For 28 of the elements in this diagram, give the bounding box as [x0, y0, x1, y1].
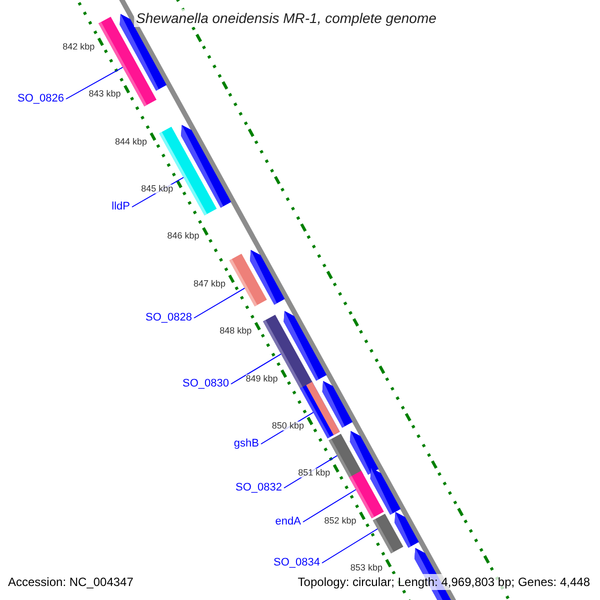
gene-label: lldP [112, 202, 130, 212]
leader-line [194, 288, 246, 318]
gene-label: endA [275, 516, 301, 528]
gene-label: SO_0832 [236, 482, 282, 494]
gene-label: SO_0826 [18, 94, 64, 104]
gene-label: SO_0828 [146, 312, 192, 324]
scale-label: 846 kbp [167, 232, 200, 241]
gene-label: SO_0830 [182, 378, 229, 390]
gene-label: SO_0834 [274, 558, 320, 568]
leader-line [66, 66, 124, 100]
leader-line [230, 354, 282, 384]
gene-bar [349, 470, 384, 518]
map-title: Shewanella oneidensis MR-1, complete genome [134, 9, 438, 27]
gene-bar [229, 254, 267, 306]
scale-label: 851 kbp [298, 468, 330, 478]
gene-bar [159, 126, 217, 216]
accession-text: Accession: NC_004347 [8, 574, 134, 590]
gene-label: gshB [234, 438, 259, 450]
scale-label: 852 kbp [324, 516, 356, 526]
gene-bar [372, 514, 404, 554]
leader-line [302, 489, 356, 522]
scale-label: 849 kbp [246, 374, 278, 384]
scale-label: 843 kbp [88, 90, 121, 99]
scale-label: 848 kbp [220, 326, 252, 336]
genome-info-text: Topology: circular; Length: 4,969,803 bp; Genes: 4,448 [298, 574, 590, 590]
leader-line [322, 528, 378, 564]
scale-label: 850 kbp [272, 421, 304, 430]
scale-label: 845 kbp [141, 184, 174, 194]
